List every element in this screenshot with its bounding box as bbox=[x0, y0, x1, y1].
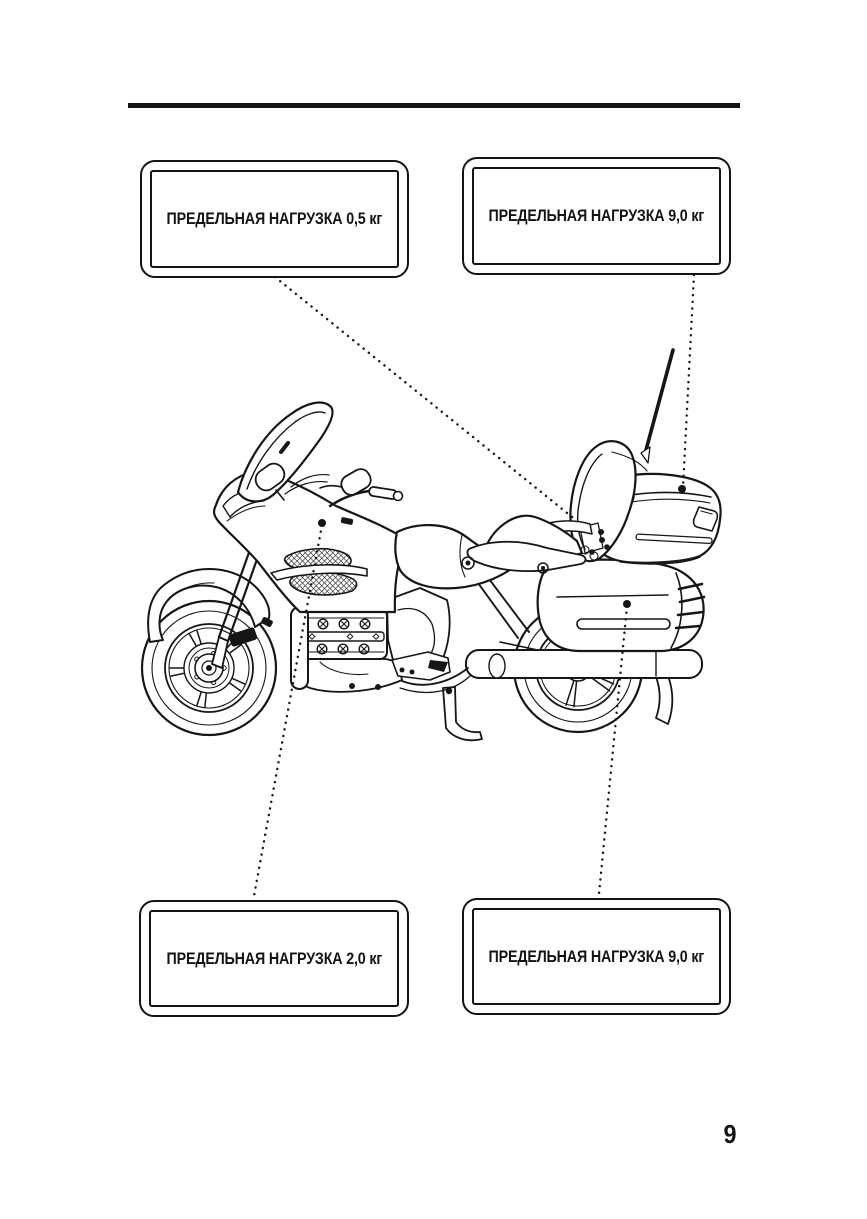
callout-saddlebag-limit: ПРЕДЕЛЬНАЯ НАГРУЗКА 9,0 кг bbox=[462, 898, 731, 1015]
radio-antenna bbox=[611, 348, 675, 472]
callout-inner-border: ПРЕДЕЛЬНАЯ НАГРУЗКА 9,0 кг bbox=[472, 167, 721, 265]
exhaust-muffler bbox=[465, 649, 703, 679]
side-stand bbox=[442, 686, 483, 742]
target-dot-trunk bbox=[678, 485, 686, 493]
frame-footpeg bbox=[386, 587, 471, 694]
page-number: 9 bbox=[723, 1119, 737, 1149]
callout-label: ПРЕДЕЛЬНАЯ НАГРУЗКА 9,0 кг bbox=[488, 206, 705, 225]
top-rule bbox=[128, 103, 740, 108]
front-fairing bbox=[212, 469, 406, 614]
target-dot-fairing-pocket bbox=[318, 519, 326, 527]
leader-bottom-left bbox=[252, 523, 324, 898]
front-fork bbox=[211, 542, 273, 669]
callout-front-pocket-limit: ПРЕДЕЛЬНАЯ НАГРУЗКА 0,5 кг bbox=[140, 160, 409, 278]
leader-top-left bbox=[273, 275, 579, 523]
callout-label: ПРЕДЕЛЬНАЯ НАГРУЗКА 9,0 кг bbox=[488, 946, 705, 966]
leader-top-right bbox=[681, 273, 696, 489]
callout-label: ПРЕДЕЛЬНАЯ НАГРУЗКА 2,0 кг bbox=[166, 948, 382, 968]
callout-trunk-limit: ПРЕДЕЛЬНАЯ НАГРУЗКА 9,0 кг bbox=[462, 157, 731, 275]
front-fender bbox=[147, 568, 271, 643]
mirrors-handlebar bbox=[254, 462, 404, 508]
leader-bottom-right bbox=[597, 604, 629, 896]
leader-lines bbox=[252, 273, 696, 898]
callout-engine-area-limit: ПРЕДЕЛЬНАЯ НАГРУЗКА 2,0 кг bbox=[139, 900, 409, 1017]
target-dot-saddlebag bbox=[623, 600, 631, 608]
callout-inner-border: ПРЕДЕЛЬНАЯ НАГРУЗКА 9,0 кг bbox=[472, 908, 721, 1005]
callout-inner-border: ПРЕДЕЛЬНАЯ НАГРУЗКА 2,0 кг bbox=[149, 910, 399, 1007]
saddlebag bbox=[536, 558, 706, 653]
grab-rail bbox=[461, 540, 587, 574]
callout-label: ПРЕДЕЛЬНАЯ НАГРУЗКА 0,5 кг bbox=[166, 209, 383, 228]
callout-inner-border: ПРЕДЕЛЬНАЯ НАГРУЗКА 0,5 кг bbox=[150, 170, 399, 268]
